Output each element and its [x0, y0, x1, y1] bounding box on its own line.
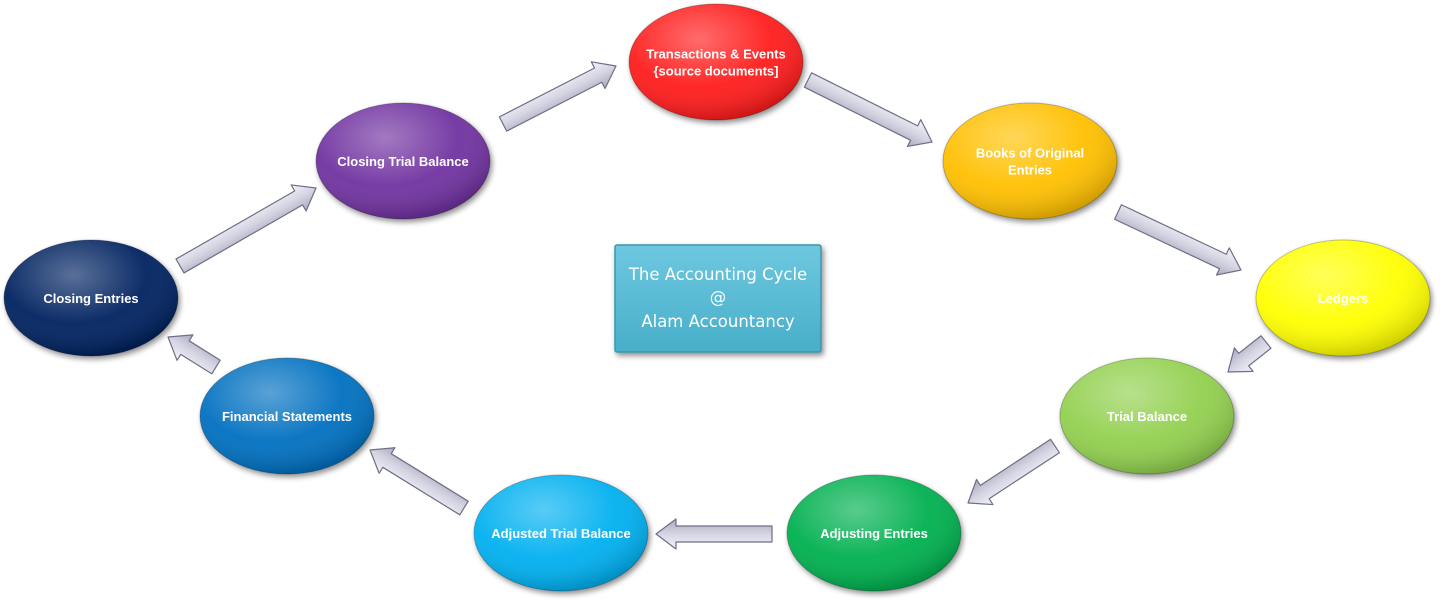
step-trial-balance: Trial Balance: [1059, 357, 1235, 475]
step-adjusting-entries-highlight: [787, 475, 961, 591]
step-trial-balance-highlight: [1060, 358, 1234, 474]
cycle-arrows: [167, 61, 1272, 550]
step-transactions-highlight: [629, 4, 803, 120]
step-closing-entries-label: Closing Entries: [43, 291, 138, 306]
step-closing-entries-highlight: [4, 240, 178, 356]
step-adjusting-entries: Adjusting Entries: [786, 474, 962, 592]
step-books-of-original-entries-highlight: [943, 103, 1117, 219]
step-books-of-original-entries-label-line-1: Books of Original: [976, 146, 1084, 161]
cycle-arrow-9: [498, 61, 617, 132]
center-title-line-3: Alam Accountancy: [641, 312, 795, 331]
step-transactions-label-line-1: Transactions & Events: [646, 47, 785, 62]
step-closing-trial-balance: Closing Trial Balance: [315, 102, 491, 220]
cycle-arrow-1: [803, 72, 933, 148]
step-transactions: Transactions & Events {source documents]: [628, 3, 804, 121]
cycle-arrow-7: [167, 334, 221, 375]
center-title-line-2: @: [710, 288, 727, 307]
step-closing-trial-balance-highlight: [316, 103, 490, 219]
step-trial-balance-label: Trial Balance: [1107, 409, 1187, 424]
cycle-arrow-2: [1113, 204, 1242, 276]
step-financial-statements: Financial Statements: [199, 357, 375, 475]
step-ledgers: Ledgers: [1255, 239, 1431, 357]
step-adjusting-entries-label: Adjusting Entries: [820, 526, 928, 541]
cycle-arrow-4: [967, 438, 1060, 506]
step-adjusted-trial-balance: Adjusted Trial Balance: [473, 474, 649, 592]
step-books-of-original-entries-label-line-2: Entries: [1008, 163, 1052, 178]
step-ledgers-highlight: [1256, 240, 1430, 356]
center-title-box: The Accounting Cycle @ Alam Accountancy: [614, 244, 822, 353]
center-title-line-1: The Accounting Cycle: [628, 265, 807, 284]
step-closing-trial-balance-label: Closing Trial Balance: [337, 154, 469, 169]
cycle-arrow-3: [1227, 335, 1272, 373]
cycle-arrow-8: [175, 184, 317, 274]
center-title-background: [614, 244, 822, 353]
step-adjusted-trial-balance-label: Adjusted Trial Balance: [491, 526, 630, 541]
step-closing-entries: Closing Entries: [3, 239, 179, 357]
cycle-steps: Transactions & Events {source documents] B…: [3, 3, 1431, 592]
step-adjusted-trial-balance-highlight: [474, 475, 648, 591]
step-financial-statements-label: Financial Statements: [222, 409, 352, 424]
step-ledgers-label: Ledgers: [1318, 291, 1369, 306]
step-financial-statements-highlight: [200, 358, 374, 474]
cycle-arrow-5: [655, 518, 773, 550]
cycle-arrow-6: [369, 447, 469, 516]
step-transactions-label-line-2: {source documents]: [654, 64, 779, 79]
